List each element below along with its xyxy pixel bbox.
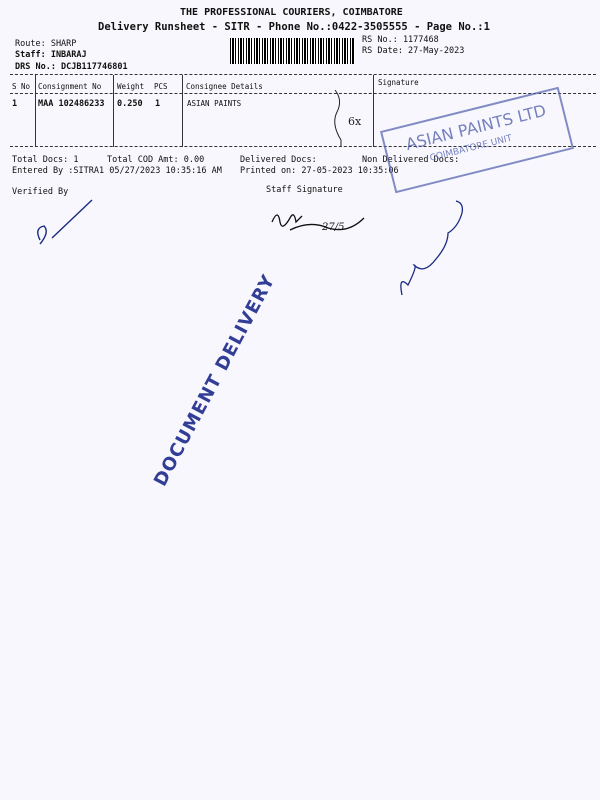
route: Route: SHARP [15,39,77,49]
non-delivered-docs: Non Delivered Docs: [362,155,460,165]
barcode [230,38,355,64]
cell-pcs: 1 [155,99,161,109]
total-docs: Total Docs: 1 [12,155,79,165]
column-divider [113,75,114,147]
rs-date: RS Date: 27-May-2023 [362,46,465,56]
col-pcs: PCS [154,82,168,91]
handwritten-pcs-note: 6x [348,115,362,128]
col-consignment: Consignment No [38,82,102,91]
runsheet-subtitle: Delivery Runsheet - SITR - Phone No.:042… [98,21,490,33]
column-divider [182,75,183,147]
drs-number: DRS No.: DCJB117746801 [15,62,128,72]
recipient-signature [400,200,464,296]
entered-by: Entered By :SITRA1 05/27/2023 10:35:16 A… [12,166,222,176]
divider [10,146,596,147]
company-title: THE PROFESSIONAL COURIERS, COIMBATORE [180,7,403,18]
col-weight: Weight [117,82,145,91]
staff-signature-label: Staff Signature [266,185,343,195]
cell-sno: 1 [12,99,18,109]
printed-on: Printed on: 27-05-2023 10:35:06 [240,166,399,176]
staff: Staff: INBARAJ [15,50,87,60]
divider [10,93,596,94]
verifier-signature [37,199,93,245]
col-sno: S No [12,82,31,91]
total-cod: Total COD Amt: 0.00 [107,155,205,165]
cell-consignee: ASIAN PAINTS [187,99,242,108]
col-consignee: Consignee Details [186,82,263,91]
divider [10,74,596,75]
cell-consignment: MAA 102486233 [38,99,105,109]
handwritten-date: 27/5 [322,222,345,233]
cell-weight: 0.250 [117,99,143,109]
col-signature: Signature [378,78,419,87]
column-divider [35,75,36,147]
column-divider [373,75,374,147]
delivered-docs: Delivered Docs: [240,155,317,165]
verified-by-label: Verified By [12,187,69,197]
rs-number: RS No.: 1177468 [362,35,439,45]
staff-signature [271,214,365,231]
